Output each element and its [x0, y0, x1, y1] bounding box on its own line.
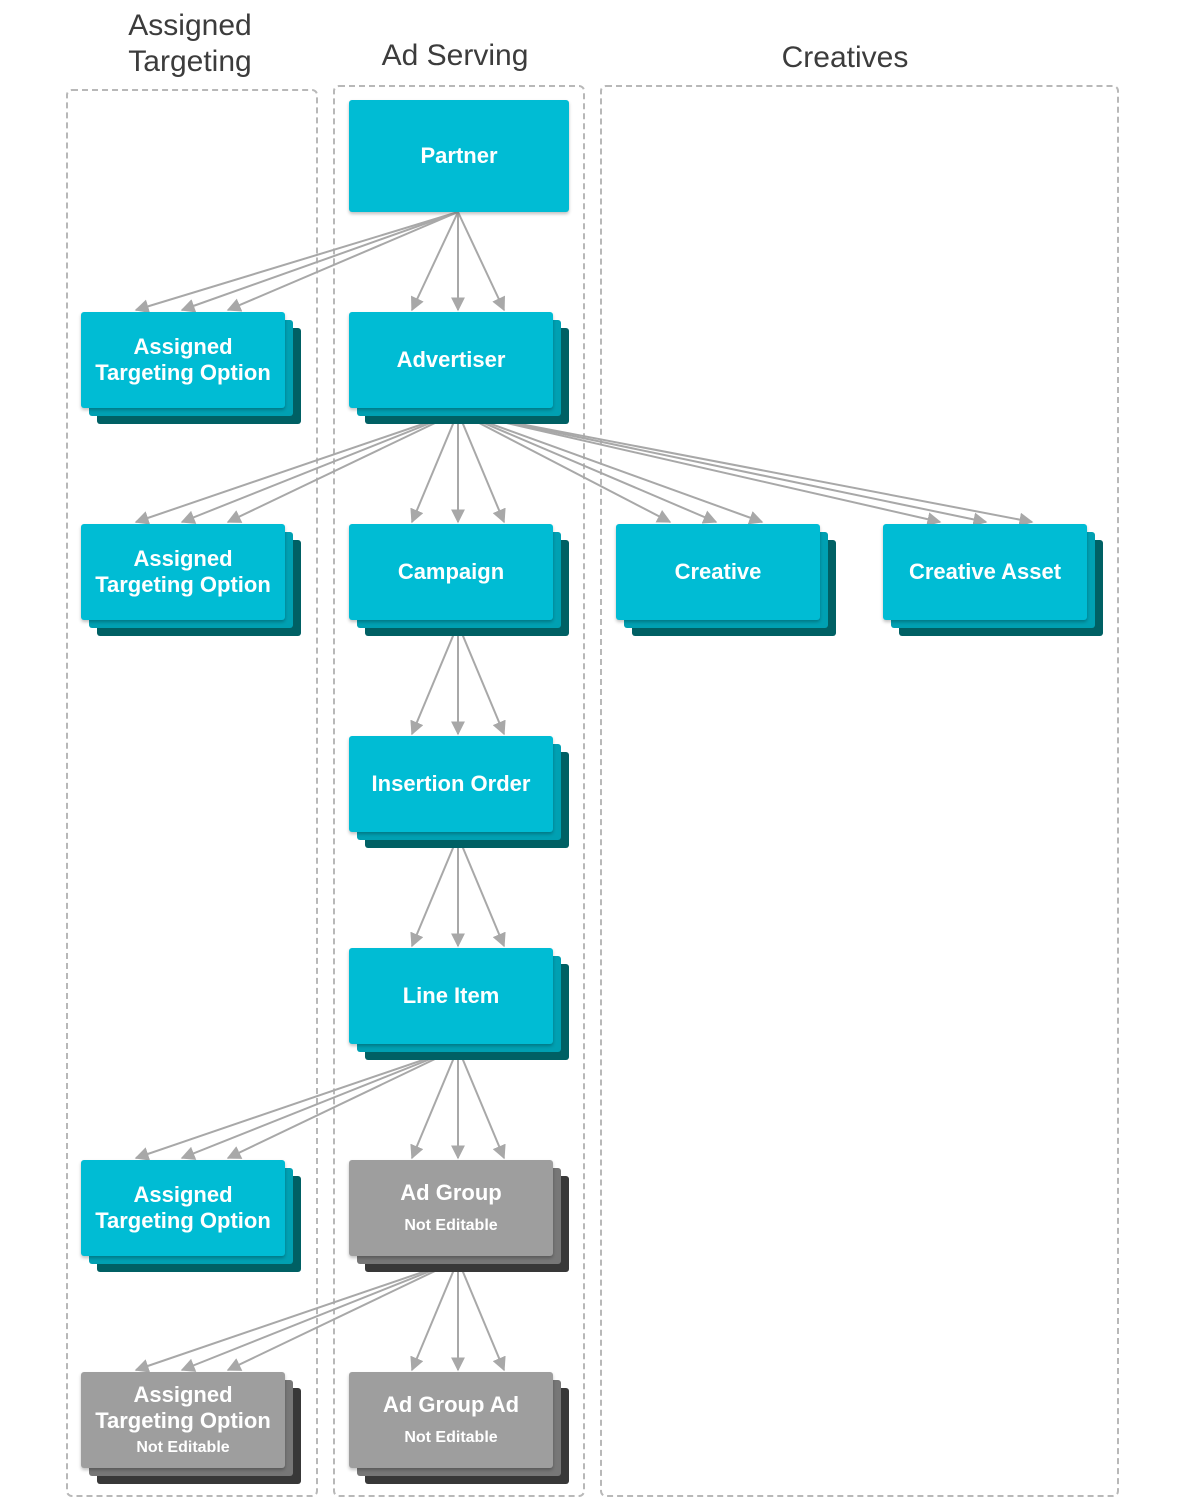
edge-advertiser-to-creative_asset — [457, 411, 942, 527]
node-label: Partner — [420, 143, 498, 168]
edge-advertiser-to-ato2 — [134, 411, 459, 525]
edge-insertion_order-to-line_item — [457, 835, 506, 948]
edge-partner-to-ato1 — [226, 211, 459, 312]
edge-ad_group-to-ad_group_ad — [410, 1259, 459, 1372]
not-editable-note: Not Editable — [136, 1439, 230, 1456]
node-label: Creative — [674, 559, 762, 584]
edge-ad_group-to-ato4 — [226, 1259, 459, 1371]
node-label: Insertion Order — [371, 771, 531, 796]
node-insertion-order[interactable]: Insertion Order — [349, 736, 569, 848]
node-assigned-targeting-option-3[interactable]: Assigned Targeting Option — [81, 1160, 301, 1272]
edge-campaign-to-insertion_order — [410, 623, 459, 736]
edge-partner-to-advertiser — [411, 211, 459, 312]
node-label: Ad Group — [400, 1180, 502, 1205]
column-title-creatives: Creatives — [781, 41, 909, 74]
edge-advertiser-to-campaign — [457, 411, 506, 524]
edge-advertiser-to-creative — [457, 411, 764, 525]
node-label: Ad Group Ad — [382, 1392, 520, 1417]
edge-line_item-to-ato3 — [180, 1047, 459, 1160]
node-label: Assigned Targeting Option — [95, 546, 271, 597]
edge-advertiser-to-campaign — [410, 411, 459, 524]
node-label: Assigned Targeting Option — [95, 334, 271, 385]
edge-insertion_order-to-line_item — [410, 835, 459, 948]
node-creative-asset[interactable]: Creative Asset — [883, 524, 1103, 636]
node-campaign[interactable]: Campaign — [349, 524, 569, 636]
node-advertiser[interactable]: Advertiser — [349, 312, 569, 424]
node-label: Creative Asset — [908, 559, 1062, 584]
edge-partner-to-ato1 — [134, 211, 459, 314]
edge-ad_group-to-ato4 — [134, 1259, 459, 1373]
not-editable-note: Not Editable — [404, 1217, 498, 1234]
node-label: Campaign — [397, 559, 505, 584]
not-editable-note: Not Editable — [404, 1429, 498, 1446]
node-assigned-targeting-option-4[interactable]: Assigned Targeting Option Not Editable — [81, 1372, 301, 1484]
column-creatives — [600, 85, 1119, 1497]
node-assigned-targeting-option-2[interactable]: Assigned Targeting Option — [81, 524, 301, 636]
edge-ad_group-to-ato4 — [180, 1259, 459, 1372]
edge-advertiser-to-ato2 — [226, 411, 459, 523]
node-ad-group-ad[interactable]: Ad Group Ad Not Editable — [349, 1372, 569, 1484]
node-label: Assigned Targeting Option — [95, 1382, 271, 1433]
column-assigned-targeting — [66, 89, 318, 1497]
edge-partner-to-ato1 — [180, 211, 459, 313]
edge-partner-to-advertiser — [457, 211, 505, 312]
edge-advertiser-to-ato2 — [180, 411, 459, 524]
edge-campaign-to-insertion_order — [457, 623, 506, 736]
edge-line_item-to-ato3 — [134, 1047, 459, 1161]
node-ad-group[interactable]: Ad Group Not Editable — [349, 1160, 569, 1272]
node-creative[interactable]: Creative — [616, 524, 836, 636]
edge-ad_group-to-ad_group_ad — [457, 1259, 506, 1372]
node-line-item[interactable]: Line Item — [349, 948, 569, 1060]
edge-advertiser-to-creative — [457, 411, 718, 524]
edge-line_item-to-ad_group — [410, 1047, 459, 1160]
edge-advertiser-to-creative_asset — [457, 411, 1034, 527]
node-label: Advertiser — [396, 347, 506, 372]
edge-line_item-to-ato3 — [226, 1047, 459, 1159]
column-title-assigned-targeting: Assigned Targeting — [128, 9, 252, 78]
edge-advertiser-to-creative_asset — [457, 411, 988, 527]
node-label: Line Item — [402, 983, 500, 1008]
node-label: Assigned Targeting Option — [95, 1182, 271, 1233]
edge-line_item-to-ad_group — [457, 1047, 506, 1160]
column-title-ad-serving: Ad Serving — [381, 39, 529, 72]
column-ad-serving — [333, 85, 585, 1497]
node-assigned-targeting-option-1[interactable]: Assigned Targeting Option — [81, 312, 301, 424]
edge-advertiser-to-creative — [457, 411, 672, 523]
node-partner[interactable]: Partner — [349, 100, 569, 212]
